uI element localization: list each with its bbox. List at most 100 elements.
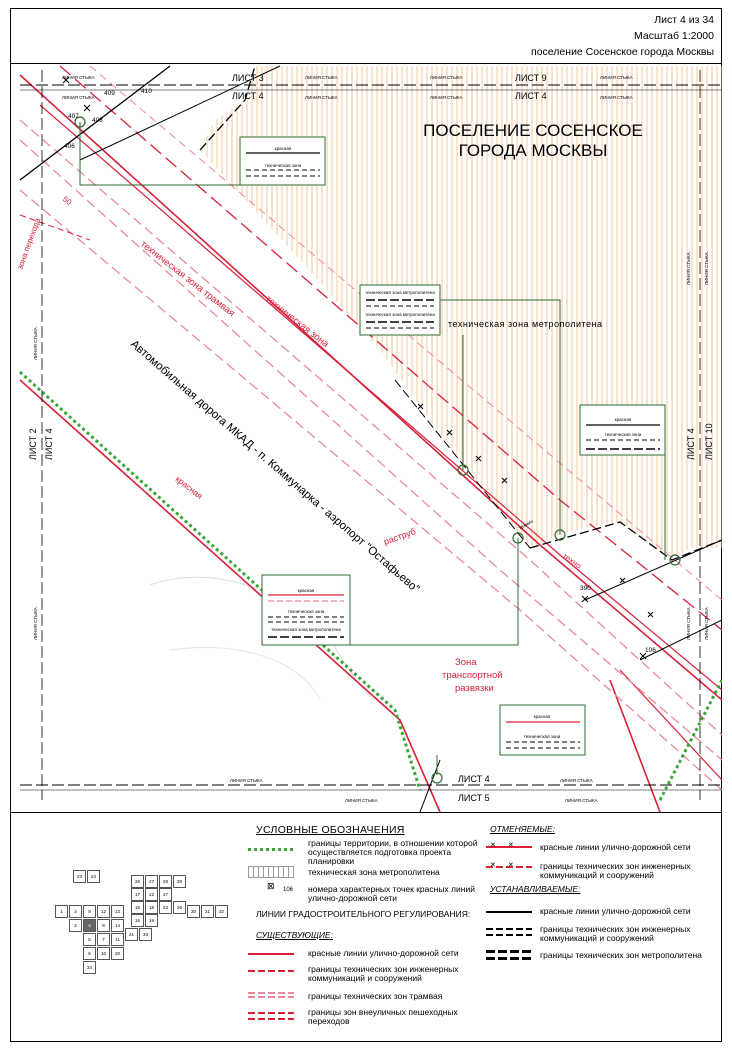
sheet-label-3: ЛИСТ 3 [232, 73, 264, 83]
project-boundary-left [18, 370, 422, 791]
place-label: поселение Сосенское города Москвы [531, 46, 714, 58]
swatch-es-red [486, 911, 532, 913]
sheet-index-cell: 14 [111, 919, 124, 932]
settlement-title-2: ГОРОДА МОСКВЫ [459, 141, 608, 160]
red-dash-6 [19, 214, 91, 241]
swatch-ex-red [248, 953, 294, 955]
red-line-right-2 [619, 669, 722, 781]
sheet-index-cell: 18 [145, 901, 158, 914]
leader-2b [440, 299, 561, 535]
legend-title: УСЛОВНЫЕ ОБОЗНАЧЕНИЯ [256, 824, 405, 836]
sheet-index-cell: 9 [83, 905, 96, 918]
sheet-index-cell: 34 [83, 961, 96, 974]
red-line-main-1 [19, 74, 722, 701]
sheet-index-cell: 20 [111, 947, 124, 960]
callout-1-label-b: техническая зона [265, 163, 302, 168]
leader-3 [315, 538, 519, 646]
black-line-4 [529, 521, 722, 561]
leader-1 [79, 122, 240, 186]
project-boundary-right [658, 679, 722, 801]
black-dash-settlement [199, 65, 256, 151]
point-390-label: 390 [580, 585, 591, 592]
point-symbol-icon: ⊠ [267, 881, 275, 891]
seam-label: ЛИНИЯ СТЫКА [704, 252, 709, 285]
sheet-label-4-bottom: ЛИСТ 4 [458, 774, 490, 784]
swatch-ex-tech [248, 970, 294, 972]
sheet-index-cell: 1 [55, 905, 68, 918]
point-circle-4 [669, 554, 681, 566]
sheet-index-cell: 10 [97, 947, 110, 960]
seam-label: ЛИНИЯ СТЫКА [560, 778, 593, 783]
seam-label: ЛИНИЯ СТЫКА [33, 327, 38, 360]
seam-label: ЛИНИЯ СТЫКА [430, 75, 463, 80]
swatch-ex-cross [248, 1012, 294, 1014]
callout-1: красная техническая зона [239, 136, 326, 186]
transport-zone-label-3: развязки [455, 683, 494, 694]
tech-zone-label: техническая зона [263, 294, 331, 351]
sheet-index-cell: 32 [215, 905, 228, 918]
legend-lines-header: ЛИНИИ ГРАДОСТРОИТЕЛЬНОГО РЕГУЛИРОВАНИЯ: [256, 909, 471, 919]
seam-label: ЛИНИЯ СТЫКА [305, 75, 338, 80]
sheet-label-5: ЛИСТ 5 [458, 793, 490, 803]
sheet-index-cell: 12 [97, 905, 110, 918]
sheet-index-cell: 23 [73, 870, 86, 883]
swatch-ex-tram-2 [248, 996, 294, 998]
sheet-index-cell: 16 [131, 914, 144, 927]
transport-zone-label-2: транспортной [442, 670, 503, 681]
black-line-6 [639, 619, 722, 661]
legend-established: УСТАНАВЛИВАЕМЫЕ: [490, 884, 581, 894]
black-line-1 [19, 65, 171, 181]
x-markers [62, 76, 654, 660]
sheet-index-cell: 23 [159, 901, 172, 914]
seam-label: ЛИНИЯ СТЫКА [565, 798, 598, 803]
sheet-index-cell: 30 [187, 905, 200, 918]
swatch-cn-tech [486, 866, 532, 868]
legend-boundary: границы территории, в отношении которой … [308, 838, 478, 866]
sheet-index-cell: 31 [201, 905, 214, 918]
swatch-ex-cross-2 [248, 1018, 294, 1020]
sheet-index-cell: 28 [159, 875, 172, 888]
swatch-es-metro [486, 950, 532, 953]
transport-zone-label-1: Зона [455, 657, 477, 668]
legend-ex-tech: границы технических зон инженерных комму… [308, 964, 459, 983]
point-407-label: 407 [68, 113, 79, 120]
sheet-label-10: ЛИСТ 10 [704, 423, 714, 460]
sheet-index-cell: 6 [83, 947, 96, 960]
point-circle-2 [554, 529, 566, 541]
metro-zone-label: техническая зона метрополитена [448, 319, 603, 329]
sheet-index-cell: 25 [173, 901, 186, 914]
legend-metro-zone: техническая зона метрополитена [308, 867, 440, 877]
red-dash-2 [19, 139, 722, 761]
title-block: Лист 4 из 34 Масштаб 1:2000 поселение Со… [531, 12, 714, 60]
legend-es-metro: границы технических зон метрополитена [540, 950, 702, 960]
seam-label: ЛИНИЯ СТЫКА [686, 252, 691, 285]
callout-2: техническая зона метрополитена техническ… [359, 284, 441, 336]
callout-2-label-b: техническая зона метрополитена [365, 312, 435, 317]
seam-label: ЛИНИЯ СТЫКА [33, 607, 38, 640]
point-circle-1 [457, 464, 469, 476]
swatch-cn-red [486, 846, 532, 848]
callout-4-label-c: техническая зона метрополитена [271, 627, 341, 632]
road-name-label: Автомобильная дорога МКАД - п. Коммунарк… [128, 338, 421, 595]
sheet-index-cell: 15 [131, 901, 144, 914]
sheet-index-cell: 24 [87, 870, 100, 883]
red-dash-3 [19, 189, 722, 791]
callout-3-label-a: красная [615, 417, 632, 422]
sheet-index-cell: 21 [125, 928, 138, 941]
sheet-index-cell: 5 [83, 933, 96, 946]
sheet-index-cell: 27 [145, 875, 158, 888]
point-markers [74, 116, 681, 784]
legend-separator [10, 812, 722, 813]
point-numbers: 407 408 409 410 406 390 106 [64, 88, 656, 654]
seam-label: ЛИНИЯ СТЫКА [686, 607, 691, 640]
seam-label: ЛИНИЯ СТЫКА [430, 95, 463, 100]
callout-4-label-b: техническая зона [288, 609, 325, 614]
seam-label: ЛИНИЯ СТЫКА [600, 95, 633, 100]
sheet-number: Лист 4 из 34 [654, 14, 714, 26]
sheet-index-cell: 26 [131, 875, 144, 888]
width-label: 50 [61, 194, 74, 207]
point-circle-3 [512, 532, 524, 544]
sheet-index-cell: 33 [139, 928, 152, 941]
